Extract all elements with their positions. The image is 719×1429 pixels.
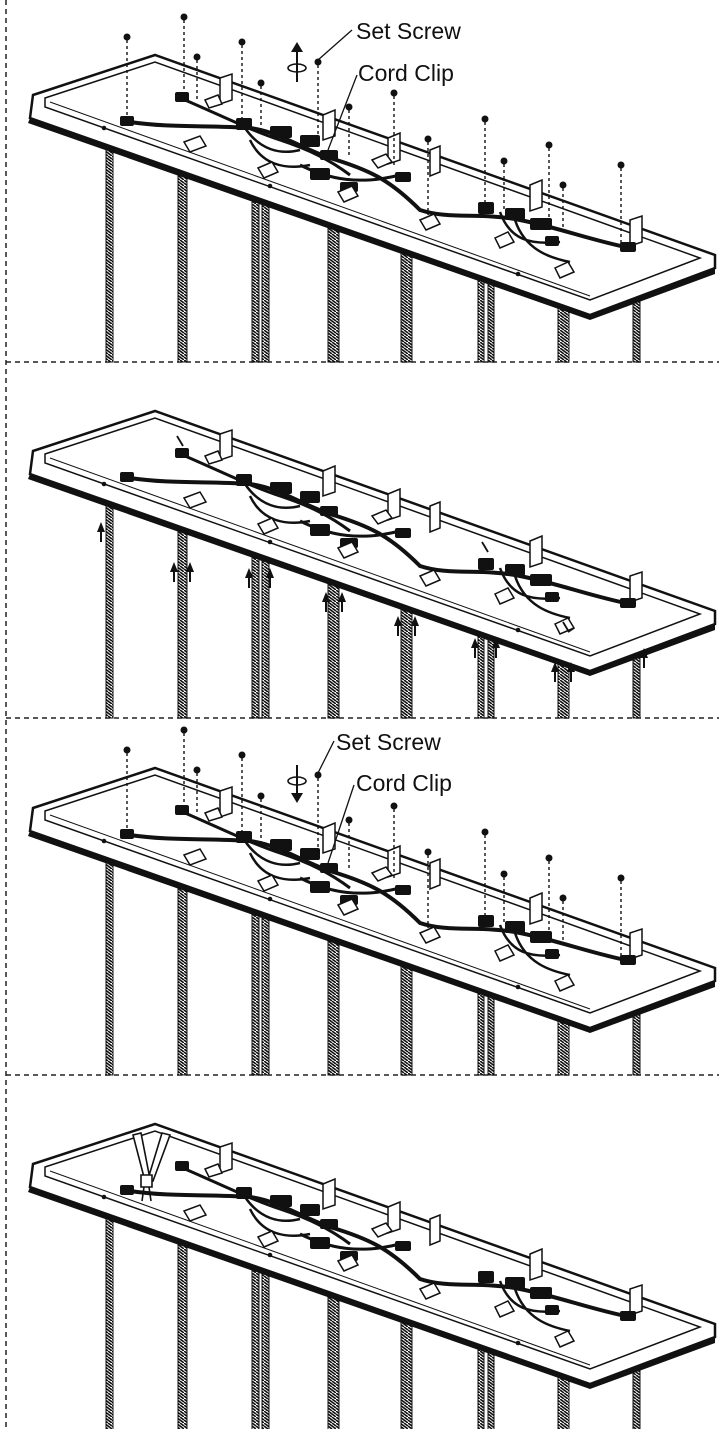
panel-step-4 [26,1122,717,1429]
cord-clip-callout: Cord Clip [327,60,454,151]
set-screw-callout: Set Screw [317,18,461,61]
cord-clip-label: Cord Clip [356,770,452,796]
cord-clip-label: Cord Clip [358,60,454,86]
set-screw-label: Set Screw [336,729,441,755]
light-tray [26,409,717,678]
set-screw-label: Set Screw [356,18,461,44]
rotate-arrow-icon [287,764,307,803]
light-tray [26,766,717,1035]
rotate-arrow-icon [287,42,307,83]
light-tray [26,53,717,322]
pliers-icon [132,1132,172,1202]
set-screw-callout: Set Screw [317,729,441,774]
panel-step-3: Set Screw Cord Clip [26,725,717,1076]
light-tray [26,1122,717,1391]
up-arrow-icon [97,522,648,682]
cord-clip-icon [176,435,575,633]
cord-clip-callout: Cord Clip [327,770,452,864]
panel-step-1: Set Screw Cord Clip [26,12,717,363]
panel-frame [5,0,719,1429]
panel-step-2 [26,409,717,719]
